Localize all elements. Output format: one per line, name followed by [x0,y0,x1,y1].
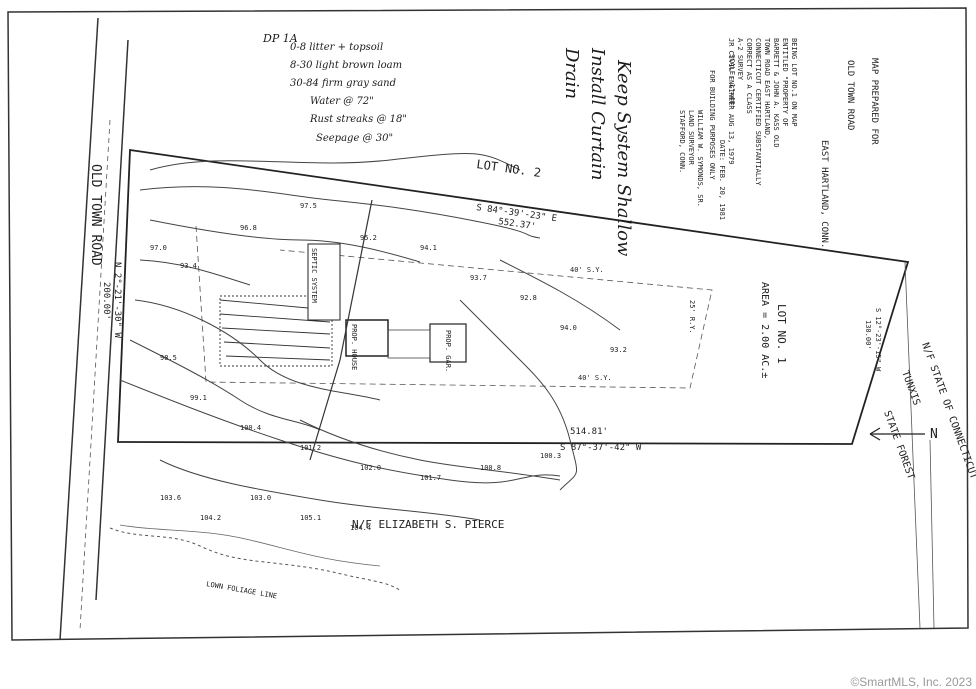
title-road: OLD TOWN ROAD [845,60,855,130]
svg-text:104.2: 104.2 [200,514,221,522]
svg-text:100.3: 100.3 [540,452,561,460]
svg-text:101.2: 101.2 [300,444,321,452]
road-label: OLD TOWN ROAD [88,164,103,266]
setback-line [195,225,713,389]
left-distance: 200.00' [101,282,111,320]
title-line-5: CONNECTICUT CERTIFIED SUBSTANTIALLY [754,38,762,186]
svg-text:98.5: 98.5 [160,354,177,362]
rear-yard: 25' R.Y. [688,300,696,334]
svg-text:92.8: 92.8 [520,294,537,302]
instruction-line-2: Install Curtain [587,47,608,180]
left-bearing: N 2°-21'-30" W [112,262,122,338]
lot-1-label: LOT NO. 1 [775,304,788,364]
title-scale: SCALE: 1"=40' [728,54,736,109]
bottom-bearing: S 87°-37'-42" W [560,443,642,453]
road-edge-right [95,39,129,601]
svg-text:100.8: 100.8 [480,464,501,472]
neighbor-south: N/F ELIZABETH S. PIERCE [352,518,504,531]
right-distance: 130.00' [864,320,872,350]
forest-boundary-2 [929,439,935,629]
instruction-line-3: Drain [561,47,582,99]
forest-boundary [904,261,921,629]
svg-text:101.7: 101.7 [420,474,441,482]
road-edge-left [59,17,99,641]
bottom-distance: 514.81' [570,427,608,437]
soil-line-3: 30-84 firm gray sand [290,78,396,89]
title-line-7: A-2 SURVEY [736,38,744,81]
curtain-drain [309,199,373,461]
lot-2-label: LOT NO. 2 [476,157,542,180]
title-line-2: ENTITLED "PROPERTY OF [781,38,789,127]
septic-system [219,295,333,367]
neighbor-east-1: N/F STATE OF CONNECTICUT [919,341,976,481]
dp-label: DP 1A [262,32,298,45]
neighbor-east-2: TUNXIS [899,369,922,407]
title-town: EAST HARTLAND, CONN. [819,140,829,248]
svg-text:93.2: 93.2 [610,346,627,354]
rust-note: Rust streaks @ 18" [309,114,407,125]
instruction-line-1: Keep System Shallow [613,59,634,257]
septic-label: SEPTIC SYSTEM [310,248,318,303]
svg-text:96.8: 96.8 [240,224,257,232]
garage-label: PROP. GAR. [444,330,452,372]
side-yard-1: 40' S.Y. [570,266,604,274]
svg-text:100.4: 100.4 [240,424,261,432]
svg-text:102.0: 102.0 [360,464,381,472]
title-date: DATE: FEB. 20, 1981 [718,140,726,220]
foliage-label: LOWN FOLIAGE LINE [206,580,278,600]
driveway [387,329,431,359]
title-surveyor-2: LAND SURVEYOR [687,110,695,166]
bottom-wavy-line [119,524,381,567]
title-line-6: CORRECT AS A CLASS [745,38,753,114]
svg-text:93.4: 93.4 [180,262,197,270]
svg-text:103.0: 103.0 [250,494,271,502]
watermark: ©SmartMLS, Inc. 2023 [850,675,972,689]
svg-text:103.6: 103.6 [160,494,181,502]
septic-label-box [307,243,341,321]
svg-text:97.5: 97.5 [300,202,317,210]
spot-elevations: 97.0 93.4 96.8 97.5 95.2 94.1 93.7 92.8 94.0 9… [150,202,627,532]
svg-text:97.0: 97.0 [150,244,167,252]
title-purpose: FOR BUILDING PURPOSES ONLY [708,70,716,180]
road-center-line [79,119,111,631]
svg-text:104.4: 104.4 [350,524,371,532]
title-line-4: TOWN ROAD EAST HARTLAND, [763,38,771,139]
page-border [7,7,969,641]
north-label: N [930,427,938,442]
soil-line-2: 8-30 light brown loam [290,60,402,71]
right-bearing: S 12°-23'-15" W [874,308,882,372]
lot-boundary [117,148,910,445]
side-yard-2: 40' S.Y. [578,374,612,382]
title-line-1: BEING LOT NO.1 ON MAP [790,38,798,127]
lot-area: AREA = 2.00 AC.± [759,282,770,378]
svg-text:94.0: 94.0 [560,324,577,332]
contour-lines [119,152,621,521]
seepage-note: Seepage @ 30" [316,133,393,144]
title-line-8: JR CIVIL ENGINEER AUG 13, 1979 [727,38,735,164]
title-surveyor-3: STAFFORD, CONN. [678,110,686,173]
title-surveyor-1: WILLIAM W. SYMONDS, SR. [696,110,704,207]
svg-text:99.1: 99.1 [190,394,207,402]
title-line-3: BARRETT & JOHN A. KASS OLD [772,38,780,148]
svg-text:105.1: 105.1 [300,514,321,522]
svg-text:95.2: 95.2 [360,234,377,242]
water-note: Water @ 72" [310,96,374,107]
house-label: PROP. HOUSE [350,324,358,370]
svg-text:93.7: 93.7 [470,274,487,282]
north-arrow [869,427,925,441]
soil-line-1: 0-8 litter + topsoil [290,42,383,53]
title-map-prepared: MAP PREPARED FOR [869,58,879,145]
svg-text:94.1: 94.1 [420,244,437,252]
neighbor-east-3: STATE FOREST [881,409,916,481]
